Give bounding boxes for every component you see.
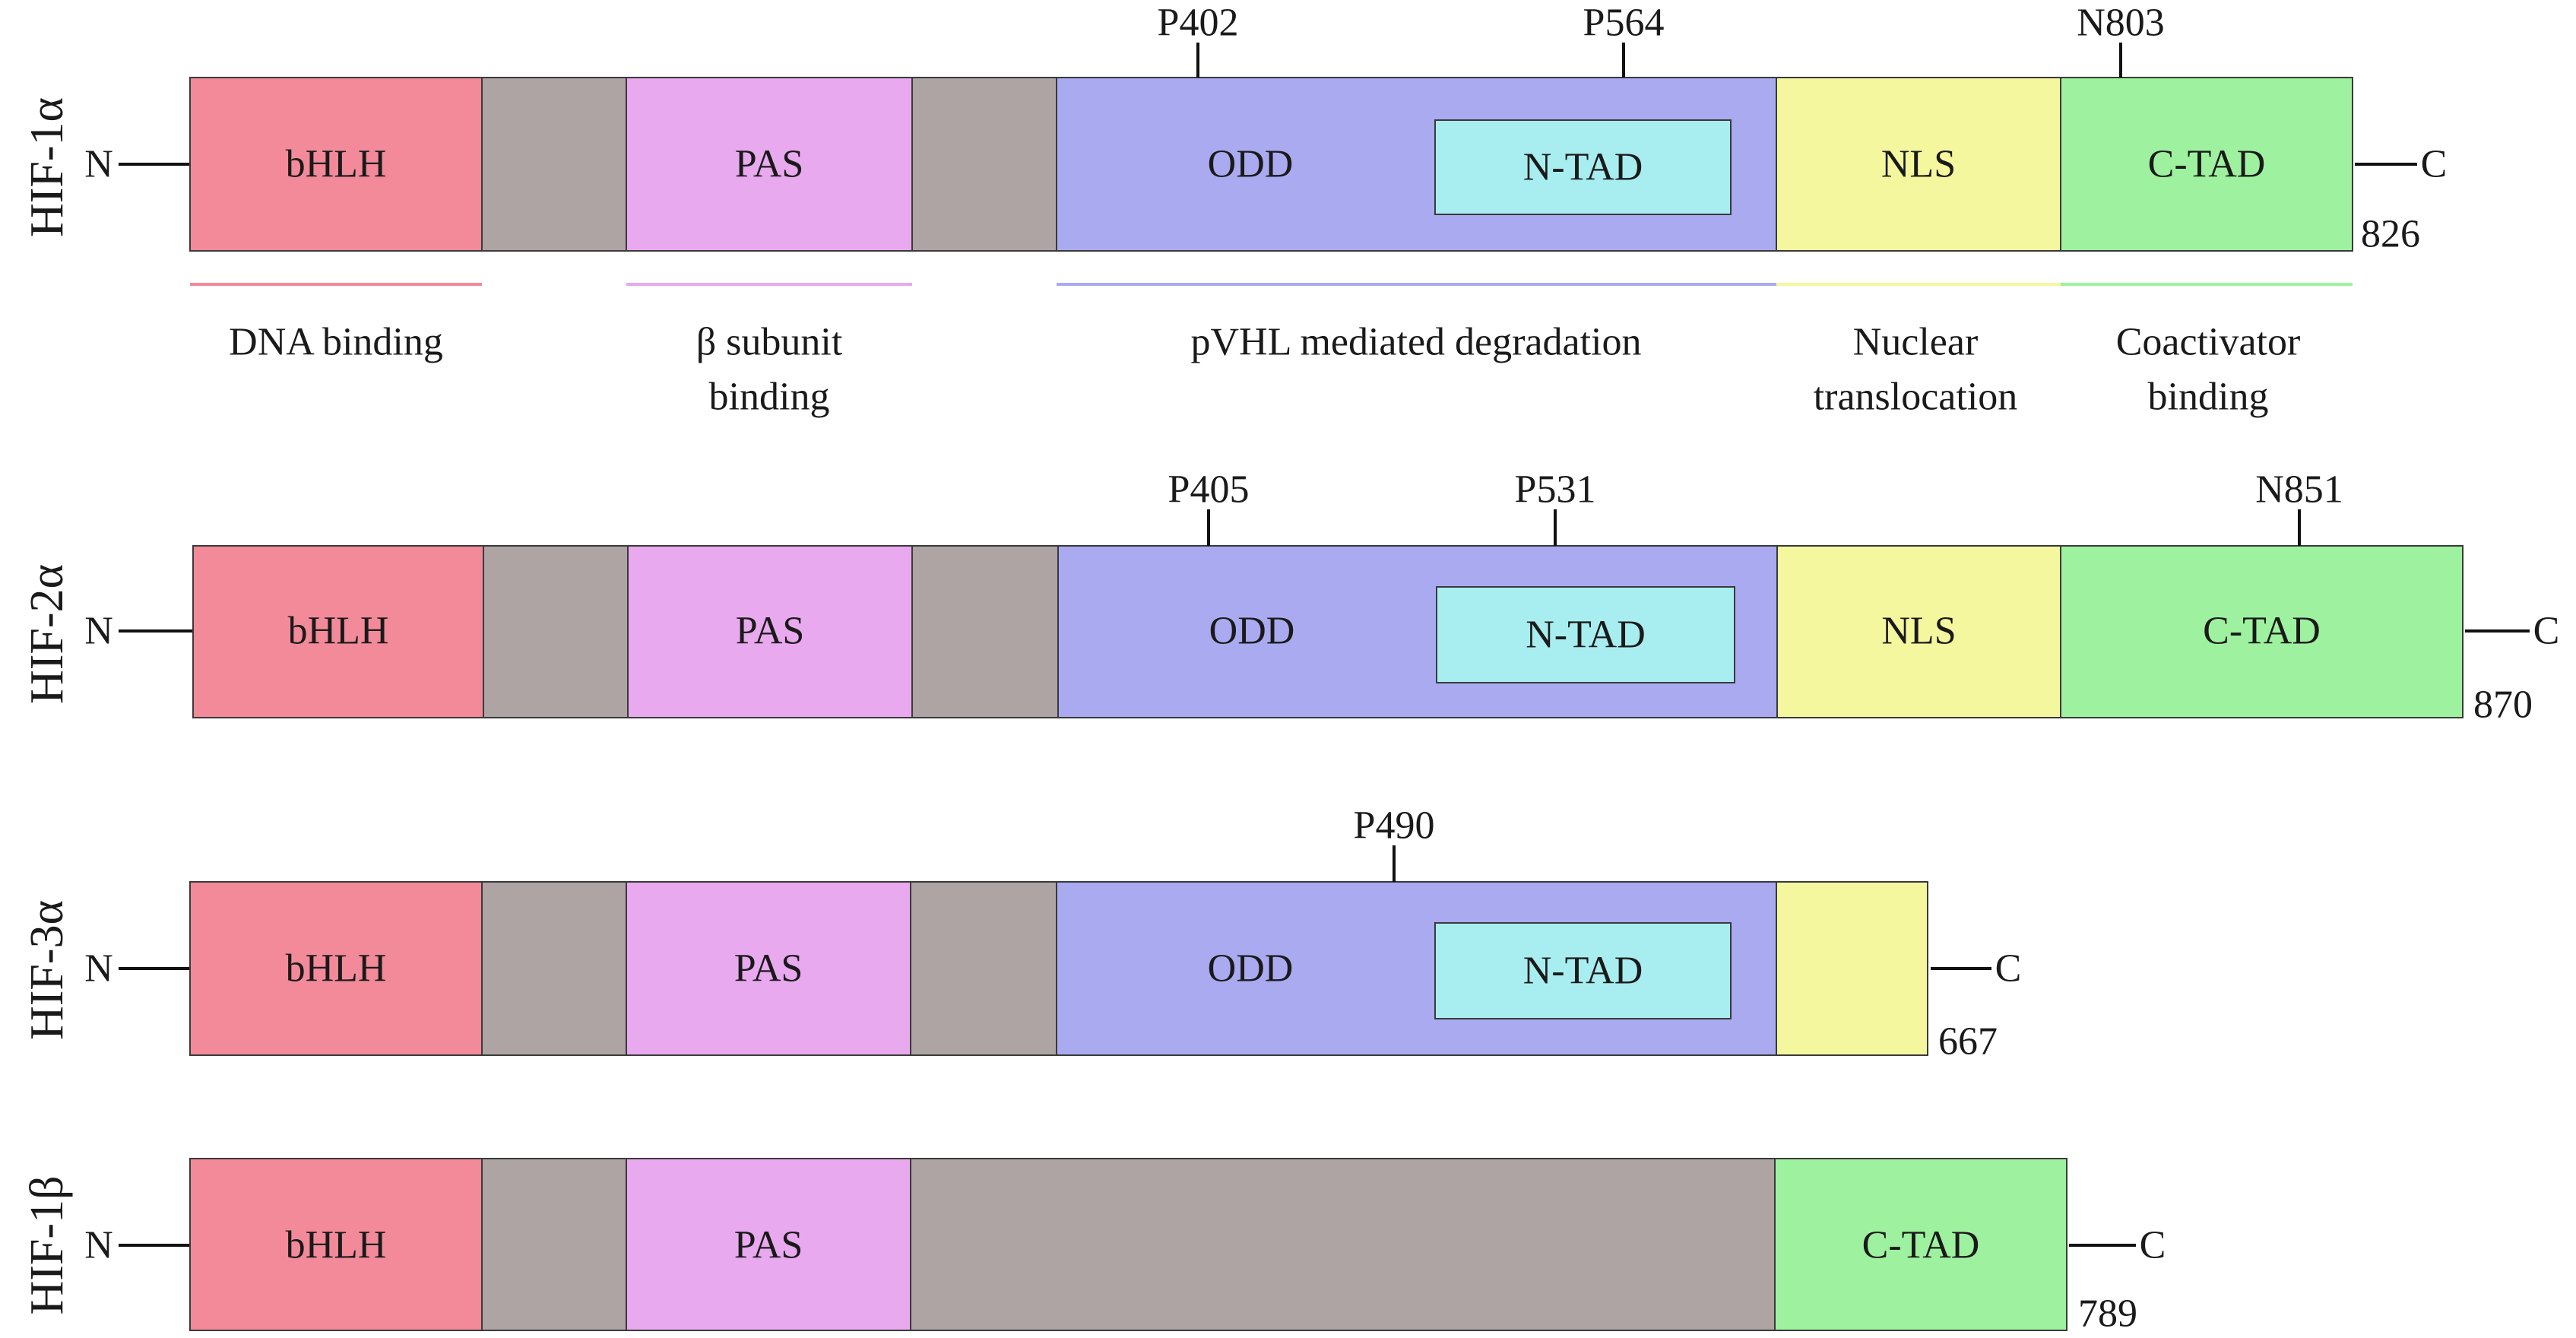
n-terminus-label: N (84, 947, 113, 991)
domain-n-tad (1436, 586, 1735, 683)
modification-site-label: P402 (1158, 2, 1239, 45)
domain-linker (481, 77, 627, 252)
function-annotation-odd: pVHL mediated degradation (1057, 283, 1776, 364)
modification-site-label: P531 (1515, 468, 1596, 512)
n-terminus-label: N (84, 610, 113, 653)
domain-label-ctad: C-TAD (2203, 610, 2321, 653)
domain-nls (1776, 545, 2061, 718)
c-terminus-label: C (2421, 143, 2448, 186)
n-terminus-label: N (84, 143, 113, 186)
domain-label-ctad: C-TAD (2148, 143, 2266, 186)
function-annotation-ctad: Coactivator binding (2061, 283, 2353, 419)
domain-linker (911, 77, 1057, 252)
domain-ctad (2060, 545, 2464, 718)
domain-label-odd: ODD (1208, 143, 1294, 186)
domain-label-odd: ODD (1209, 610, 1295, 653)
function-label: translocation (1814, 376, 2018, 419)
domain-label-n-tad: N-TAD (1523, 146, 1643, 189)
domain-linker (910, 881, 1057, 1056)
modification-site-label: P564 (1583, 2, 1665, 45)
domain-label-pas: PAS (736, 610, 805, 653)
domain-n-tad (1434, 119, 1732, 215)
domain-ctad (1774, 1158, 2067, 1331)
domain-label-n-tad: N-TAD (1523, 950, 1643, 993)
domain-linker (481, 881, 627, 1056)
function-annotation-pas: β subunit binding (626, 283, 912, 419)
function-label: Coactivator (2116, 321, 2301, 364)
domain-label-nls: NLS (1881, 143, 1956, 186)
function-label: Nuclear (1853, 321, 1979, 364)
function-label: β subunit (696, 321, 843, 364)
function-label: binding (2148, 376, 2269, 419)
c-terminus-label: C (2140, 1224, 2166, 1267)
modification-site-label: N803 (2077, 2, 2165, 45)
domain-n-tad (1434, 922, 1732, 1019)
domain-bhlh (189, 1158, 483, 1331)
domain-linker (483, 545, 629, 718)
protein-name: HIF-1β (21, 1175, 73, 1314)
function-annotation-bhlh: DNA binding (190, 283, 482, 364)
modification-site-label: N851 (2255, 468, 2343, 512)
protein-length-label: 826 (2361, 213, 2420, 256)
c-terminus-label: C (2533, 610, 2560, 653)
domain-ctad (2060, 77, 2353, 252)
domain-linker (911, 545, 1059, 718)
domain-label-pas: PAS (734, 947, 803, 991)
domain-bhlh (189, 77, 483, 252)
domain-bhlh (192, 545, 484, 718)
domain-label-nls: NLS (1881, 610, 1956, 653)
domain-linker (481, 1158, 627, 1331)
domain-linker (910, 1158, 1776, 1331)
domain-pas (626, 881, 911, 1056)
c-terminus-label: C (1995, 947, 2022, 991)
modification-site-label: P405 (1168, 468, 1250, 512)
modification-site-label: P490 (1354, 804, 1435, 848)
domain-label-ctad: C-TAD (1862, 1224, 1980, 1267)
domain-label-bhlh: bHLH (286, 143, 387, 186)
protein-length-label: 667 (1938, 1020, 1998, 1064)
domain-label-bhlh: bHLH (286, 1224, 387, 1267)
protein-length-label: 789 (2078, 1292, 2137, 1336)
domain-pas (626, 1158, 911, 1331)
domain-pas (627, 545, 913, 718)
n-terminus-label: N (84, 1224, 113, 1267)
protein-name: HIF-3α (21, 900, 73, 1040)
function-annotation-nls: Nuclear translocation (1776, 283, 2061, 419)
domain-label-bhlh: bHLH (286, 947, 387, 991)
domain-label-pas: PAS (735, 143, 804, 186)
domain-pas (626, 77, 913, 252)
domain-label-pas: PAS (734, 1224, 803, 1267)
function-label: binding (709, 376, 830, 419)
function-label: pVHL mediated degradation (1191, 321, 1642, 364)
domain-nls (1776, 881, 1928, 1056)
function-label: DNA binding (229, 321, 443, 364)
domain-label-odd: ODD (1208, 947, 1294, 991)
protein-name: HIF-1α (21, 97, 73, 237)
domain-bhlh (189, 881, 483, 1056)
domain-label-bhlh: bHLH (288, 610, 389, 653)
protein-name: HIF-2α (21, 564, 73, 704)
domain-label-n-tad: N-TAD (1526, 614, 1646, 657)
protein-length-label: 870 (2473, 683, 2533, 727)
